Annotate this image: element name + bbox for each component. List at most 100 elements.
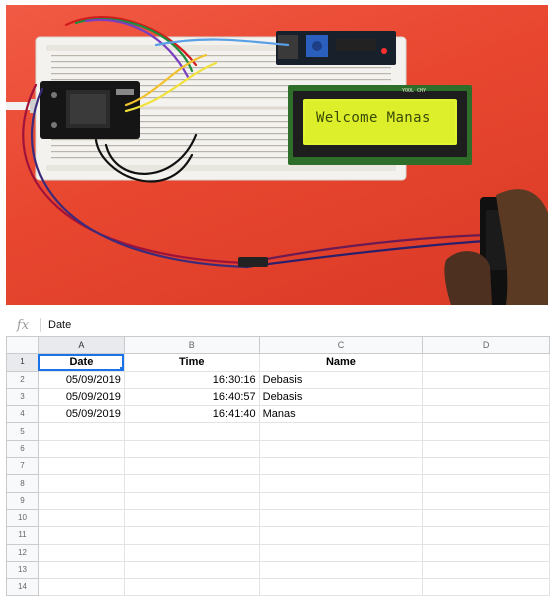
cell-d[interactable] [422,405,550,424]
cell-c[interactable] [258,508,424,528]
column-header-b[interactable]: B [123,335,260,355]
row-header[interactable]: 8 [6,474,39,493]
cell-a[interactable]: 05/09/2019 [37,405,125,424]
cell-c[interactable] [258,526,424,545]
cell-b[interactable] [123,457,260,476]
row-header[interactable]: 4 [6,405,39,424]
lcd-display-text: Welcome Manas [316,110,431,126]
row-header[interactable]: 10 [6,508,39,528]
cell-b[interactable]: Time [123,353,260,372]
i2c-adapter [276,31,396,65]
cell-a[interactable] [37,439,125,459]
cell-b[interactable] [123,474,260,493]
breadboard-setup-illustration [6,16,548,305]
cell-c[interactable] [258,474,424,493]
row-header[interactable]: 2 [6,370,39,389]
cell-b[interactable] [123,508,260,528]
cell-d[interactable] [422,353,550,372]
column-header-d[interactable]: D [422,335,550,355]
cell-a[interactable] [37,491,125,510]
formula-bar: fx Date [6,314,550,337]
cell-c[interactable] [258,578,424,597]
cell-a[interactable] [37,526,125,545]
cell-d[interactable] [422,560,550,580]
cell-c[interactable] [258,491,424,510]
cell-a[interactable] [37,543,125,562]
finger [444,189,548,305]
cell-b[interactable] [123,526,260,545]
cell-a[interactable]: 05/09/2019 [37,387,125,407]
cell-a[interactable] [37,560,125,580]
table-row: 14 [6,578,550,597]
cell-d[interactable] [422,457,550,476]
cell-d[interactable] [422,578,550,597]
column-header-row: A B C D [6,335,550,355]
cell-c[interactable] [258,560,424,580]
cell-a[interactable] [37,474,125,493]
cell-c[interactable] [258,543,424,562]
table-row: 10 [6,508,550,528]
cell-d[interactable] [422,526,550,545]
cell-d[interactable] [422,422,550,441]
cell-d[interactable] [422,370,550,389]
usb-cable [6,102,32,110]
cell-c[interactable] [258,457,424,476]
column-header-a[interactable]: A [37,335,125,355]
cell-d[interactable] [422,439,550,459]
table-row: 12 [6,543,550,562]
cell-d[interactable] [422,387,550,407]
cell-a[interactable] [37,457,125,476]
cell-b[interactable] [123,560,260,580]
row-header[interactable]: 1 [6,353,39,372]
row-header[interactable]: 6 [6,439,39,459]
formula-input[interactable]: Date [48,319,72,331]
table-row: 6 [6,439,550,459]
row-header[interactable]: 12 [6,543,39,562]
row-header[interactable]: 13 [6,560,39,580]
column-header-c[interactable]: C [258,335,424,355]
cell-c[interactable] [258,422,424,441]
cell-a[interactable] [37,578,125,597]
cell-d[interactable] [422,474,550,493]
cell-c[interactable]: Manas [258,405,424,424]
row-header[interactable]: 3 [6,387,39,407]
cell-b[interactable] [123,578,260,597]
cell-d[interactable] [422,508,550,528]
cell-c[interactable] [258,439,424,459]
row-header[interactable]: 11 [6,526,39,545]
cell-b[interactable] [123,543,260,562]
cell-b[interactable]: 16:40:57 [123,387,260,407]
cell-d[interactable] [422,491,550,510]
cell-b[interactable]: 16:30:16 [123,370,260,389]
cell-c[interactable]: Name [258,353,424,372]
cell-c[interactable]: Debasis [258,370,424,389]
row-header[interactable]: 14 [6,578,39,597]
breadboard-holes [51,55,391,159]
row-header[interactable]: 7 [6,457,39,476]
cell-c[interactable]: Debasis [258,387,424,407]
cell-d[interactable] [422,543,550,562]
cell-b[interactable] [123,491,260,510]
table-row: 9 [6,491,550,510]
cell-b[interactable]: 16:41:40 [123,405,260,424]
cell-a[interactable] [37,422,125,441]
formula-divider [40,318,41,332]
row-header[interactable]: 5 [6,422,39,441]
cell-a[interactable] [37,508,125,528]
wire-connector [238,257,268,267]
microcontroller-board [40,81,140,139]
row-header[interactable]: 9 [6,491,39,510]
select-all-corner[interactable] [6,335,39,355]
cell-b[interactable] [123,439,260,459]
cell-b[interactable] [123,422,260,441]
fx-icon: fx [16,317,30,333]
cell-a[interactable]: 05/09/2019 [37,370,125,389]
cell-a[interactable]: Date [37,353,125,372]
jumper-wires [22,16,488,269]
